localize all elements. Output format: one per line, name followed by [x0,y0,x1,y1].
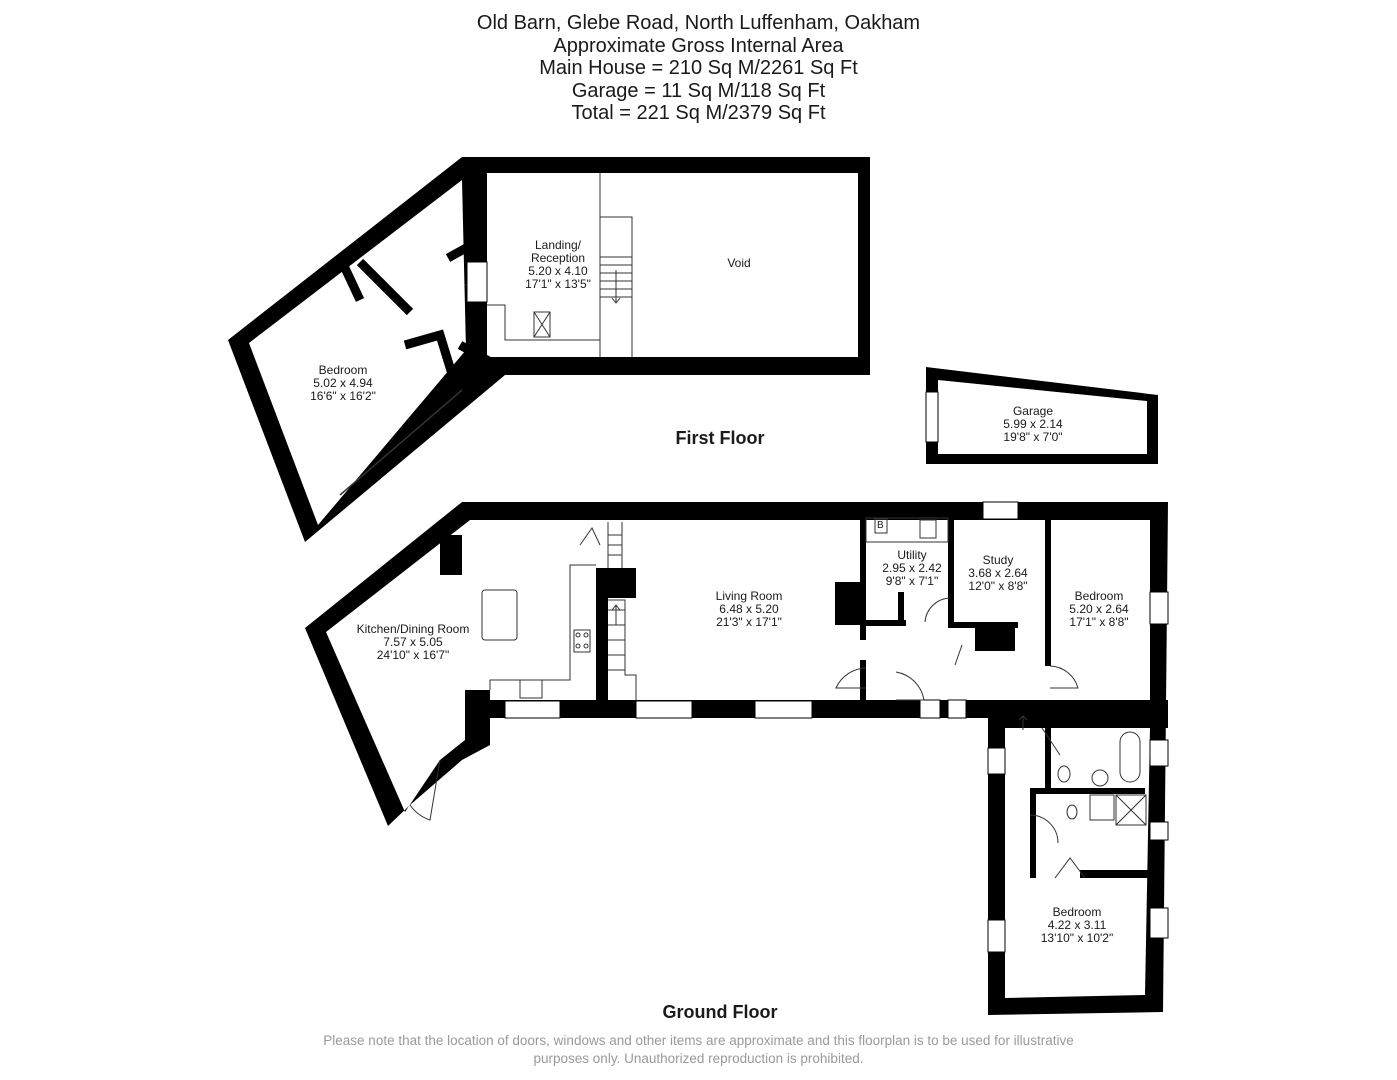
property-address: Old Barn, Glebe Road, North Luffenham, O… [476,12,921,34]
room-metric: 7.57 x 5.05 [383,635,443,649]
first-floor-window [466,261,488,303]
garage-door [925,391,939,443]
room-imperial: 17'1" x 13'5" [525,277,591,291]
area-title: Approximate Gross Internal Area [553,34,844,57]
room-imperial: 12'0" x 8'8" [968,579,1028,593]
main-house-area: Main House = 210 Sq M/2261 Sq Ft [539,57,858,79]
room-imperial: 19'8" x 7'0" [1003,430,1063,444]
ground-floor-windows [504,501,1169,953]
room-label-void: Void [727,257,750,270]
room-metric: 3.68 x 2.64 [968,566,1028,580]
room-label-landing-reception: Landing/ Reception 5.20 x 4.10 17'1" x 1… [525,239,591,291]
room-name: Bedroom [1074,589,1124,603]
room-label-living-room: Living Room 6.48 x 5.20 21'3" x 17'1" [716,590,783,629]
room-name: Garage [1012,404,1054,418]
disclaimer-line: Please note that the location of doors, … [323,1033,1074,1048]
ground-floor-walls [305,502,1168,1015]
room-name: Bedroom [1052,905,1102,919]
room-metric: 5.99 x 2.14 [1003,417,1063,431]
ground-floor-doors [409,527,1086,879]
disclaimer: Please note that the location of doors, … [0,1032,1397,1068]
first-floor-label: First Floor [675,428,765,448]
floorplan-header: Old Barn, Glebe Road, North Luffenham, O… [0,12,1397,125]
room-metric: 2.95 x 2.42 [882,561,942,575]
room-imperial: 9'8" x 7'1" [885,574,939,588]
room-name: Void [727,256,751,270]
room-name: Landing/ [534,238,582,252]
room-imperial: 13'10" x 10'2" [1040,931,1114,945]
room-name: Reception [530,251,586,265]
garage-area: Garage = 11 Sq M/118 Sq Ft [571,79,826,102]
room-metric: 6.48 x 5.20 [719,602,779,616]
room-metric: 5.02 x 4.94 [313,376,373,390]
disclaimer-line: purposes only. Unauthorized reproduction… [533,1051,864,1066]
first-floor-walls [228,157,870,542]
ground-floor-partitions [440,518,1168,878]
room-imperial: 17'1" x 8'8" [1069,615,1129,629]
room-label-utility: Utility 2.95 x 2.42 9'8" x 7'1" [882,549,941,588]
room-label-bedroom-3: Bedroom 4.22 x 3.11 13'10" x 10'2" [1041,906,1114,945]
room-imperial: 24'10" x 16'7" [376,648,450,662]
room-metric: 5.20 x 2.64 [1069,602,1129,616]
first-floor-details [339,173,633,496]
room-imperial: 21'3" x 17'1" [716,615,782,629]
room-name: Living Room [715,589,783,603]
room-label-bedroom-2: Bedroom 5.20 x 2.64 17'1" x 8'8" [1069,590,1128,629]
ground-floor-fixtures [481,517,1147,826]
room-metric: 4.22 x 3.11 [1047,918,1107,932]
ground-floor-label: Ground Floor [662,1002,778,1022]
room-label-first-floor-bedroom: Bedroom 5.02 x 4.94 16'6" x 16'2" [310,364,376,403]
room-label-garage: Garage 5.99 x 2.14 19'8" x 7'0" [1003,405,1062,444]
room-name: Bedroom [318,363,368,377]
room-label-study: Study 3.68 x 2.64 12'0" x 8'8" [968,554,1027,593]
room-metric: 5.20 x 4.10 [528,264,588,278]
room-imperial: 16'6" x 16'2" [310,389,376,403]
total-area: Total = 221 Sq M/2379 Sq Ft [571,102,826,124]
boiler-label: B [877,520,884,531]
room-label-kitchen: Kitchen/Dining Room 7.57 x 5.05 24'10" x… [357,623,470,662]
room-name: Kitchen/Dining Room [356,622,470,636]
garage-walls [926,367,1158,464]
room-name: Study [982,553,1014,567]
room-name: Utility [897,548,927,562]
